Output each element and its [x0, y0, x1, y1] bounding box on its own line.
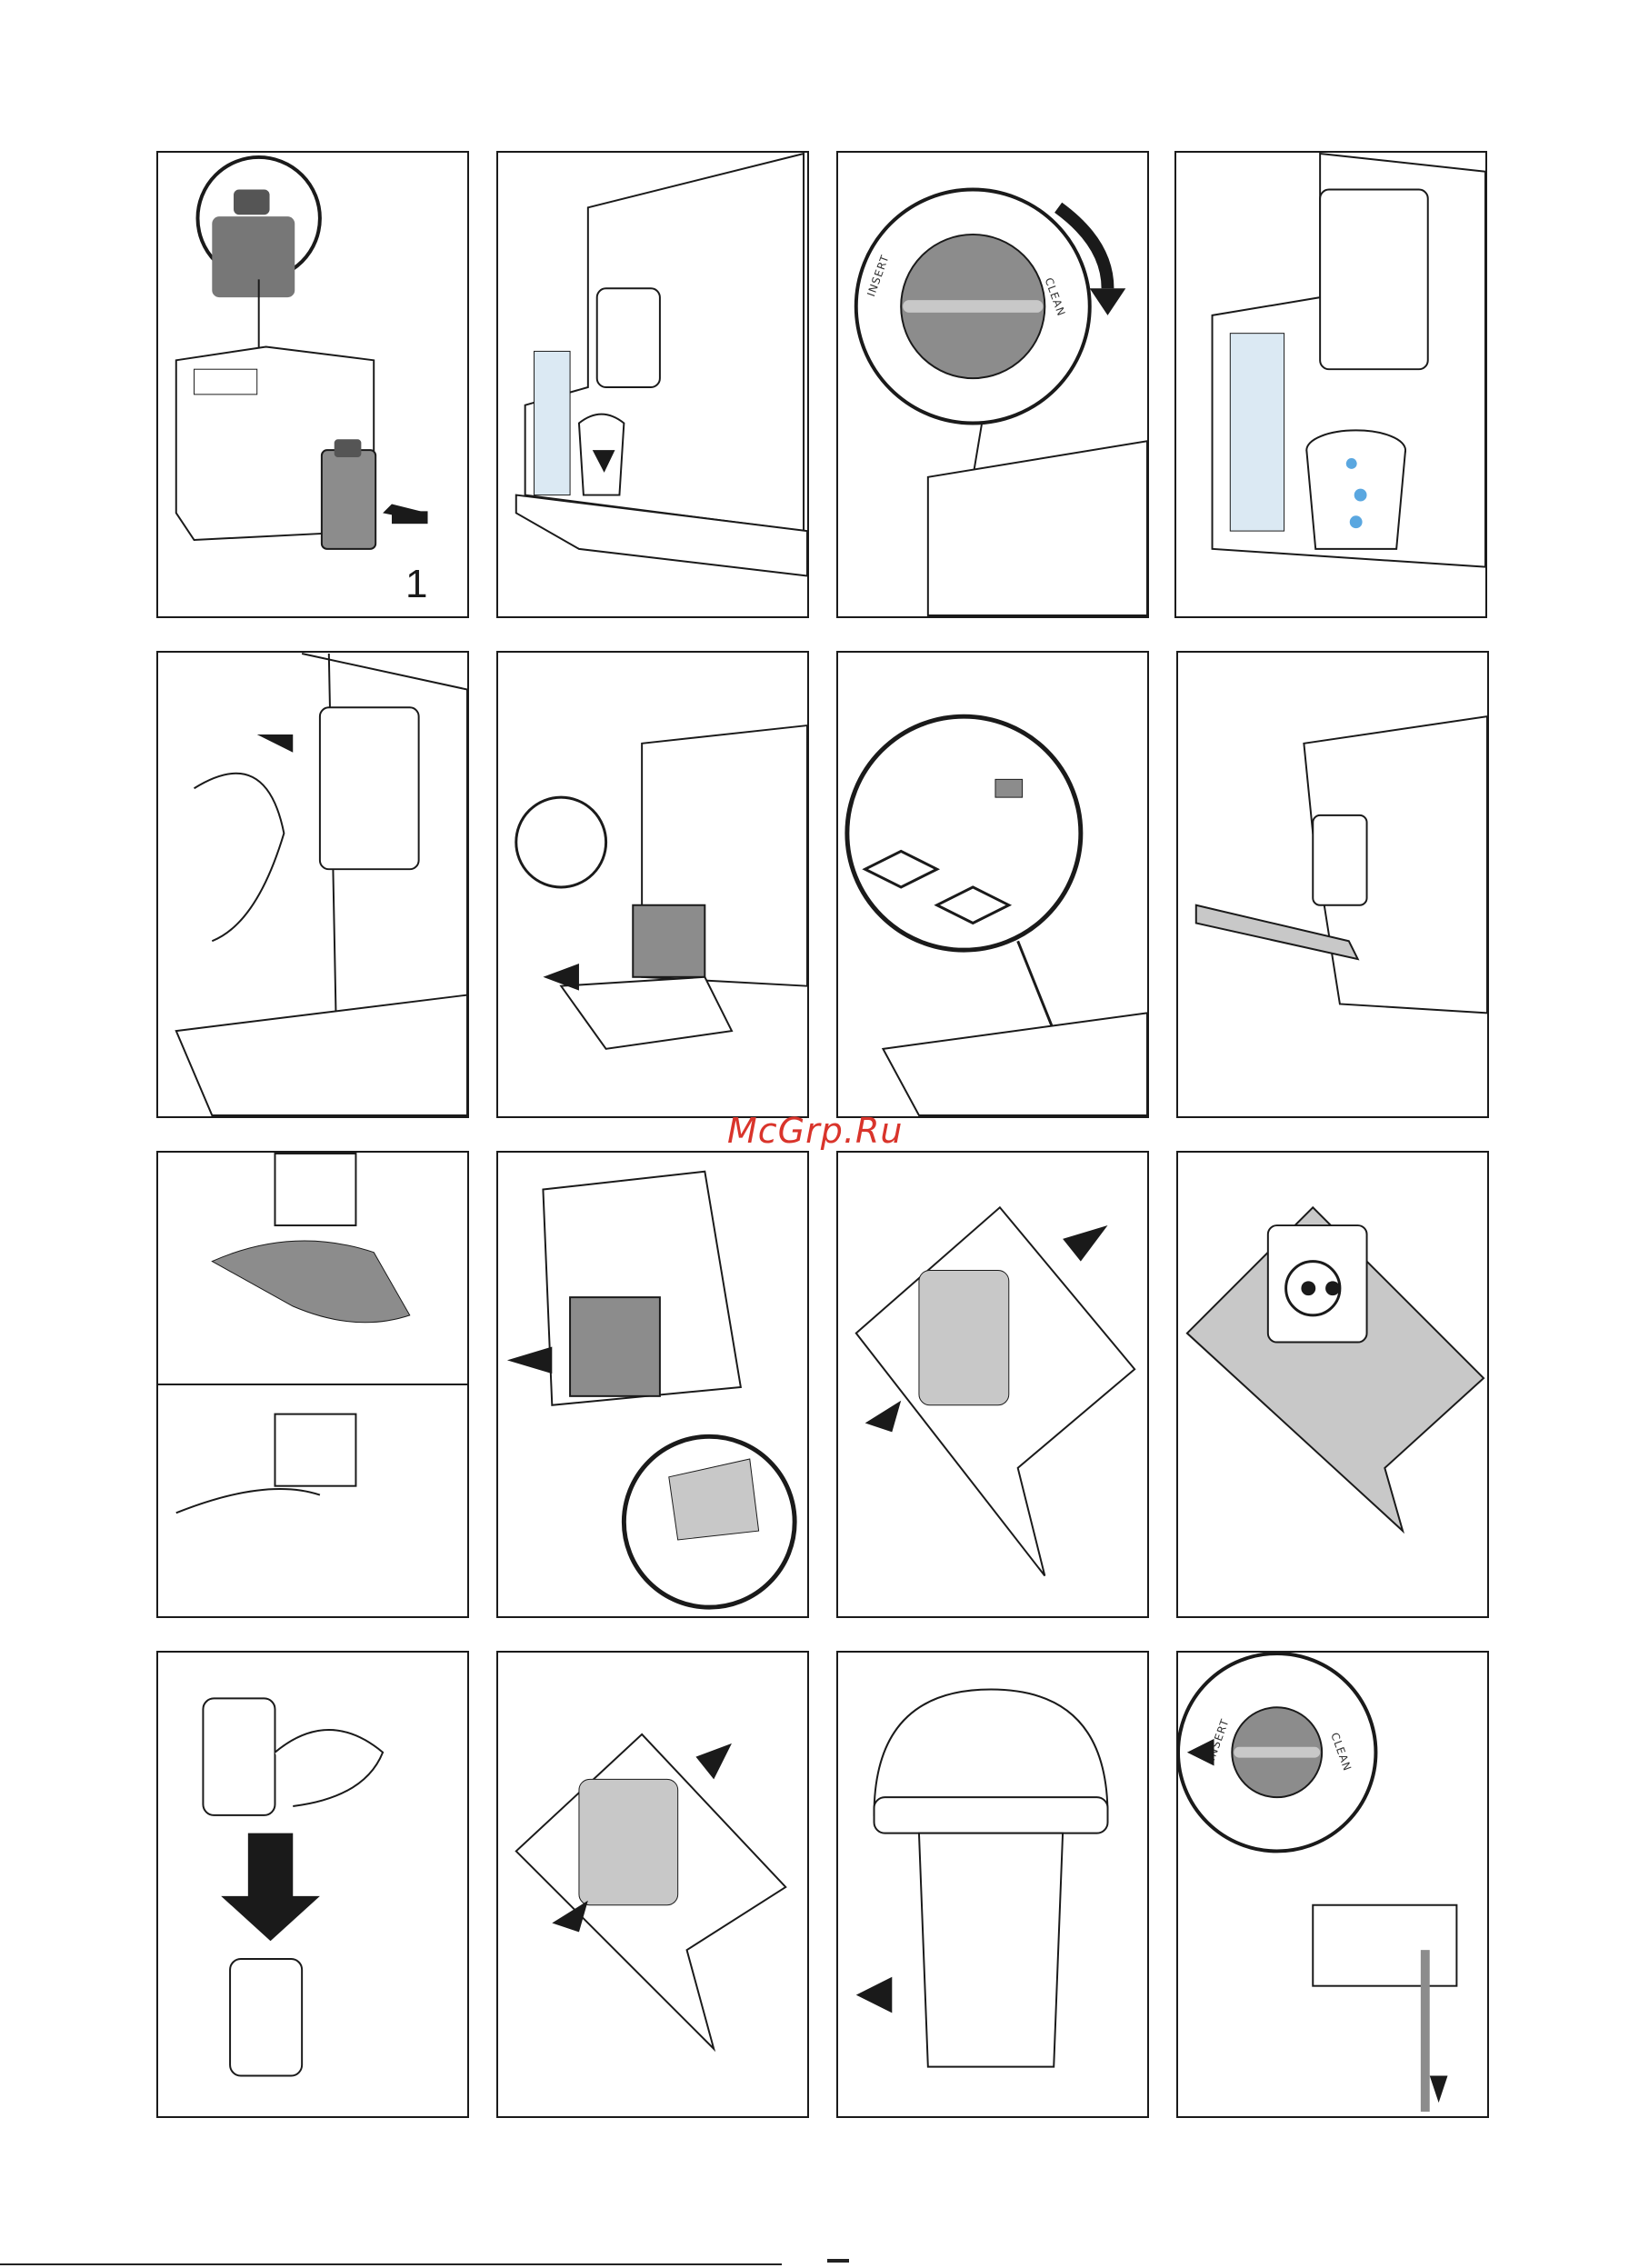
- panel-3: INSERT CLEAN: [836, 151, 1149, 618]
- panel-11: [836, 1151, 1149, 1618]
- illustration-jug-lid: [838, 1653, 1147, 2116]
- illustration-dial-clean: INSERT CLEAN: [838, 153, 1147, 616]
- illustration-dial-reset: INSERT CLEAN: [1178, 1653, 1487, 2116]
- panel-2: [496, 151, 809, 618]
- panel-15: [836, 1651, 1149, 2118]
- illustration-press-release-clips: [838, 1153, 1147, 1616]
- illustration-drip-tray-detail: [838, 653, 1147, 1116]
- panel-12: [1176, 1151, 1489, 1618]
- illustration-detach-part: [158, 1653, 467, 2116]
- watermark: McGrp.Ru: [727, 1111, 903, 1151]
- illustration-wipe-and-dry: [158, 1153, 467, 1616]
- panel-13: [156, 1651, 469, 2118]
- panel-7: [836, 651, 1149, 1118]
- illustration-open-circuit: [1178, 1153, 1487, 1616]
- panel-14: [496, 1651, 809, 2118]
- footer-mark: [827, 2259, 849, 2263]
- footer-rule: [0, 2263, 782, 2265]
- panel-9: [156, 1151, 469, 1618]
- panel-16: INSERT CLEAN: [1176, 1651, 1489, 2118]
- illustration-clean-with-brush: [1178, 653, 1487, 1116]
- illustration-dispense-into-glass: [498, 153, 807, 616]
- illustration-insert-milk-jug: [158, 153, 467, 616]
- panel-5: [156, 651, 469, 1118]
- panel-6: [496, 651, 809, 1118]
- panel-1: 1: [156, 151, 469, 618]
- illustration-reassemble: [498, 1653, 807, 2116]
- illustration-wipe-nozzle: [158, 653, 467, 1116]
- panel-10: [496, 1151, 809, 1618]
- illustration-remove-drip-tray: [498, 653, 807, 1116]
- panel-4: [1174, 151, 1487, 618]
- illustration-rinse-container: [1176, 153, 1485, 616]
- panel-8: [1176, 651, 1489, 1118]
- illustration-remove-milk-circuit: [498, 1153, 807, 1616]
- step-number: 1: [405, 562, 427, 607]
